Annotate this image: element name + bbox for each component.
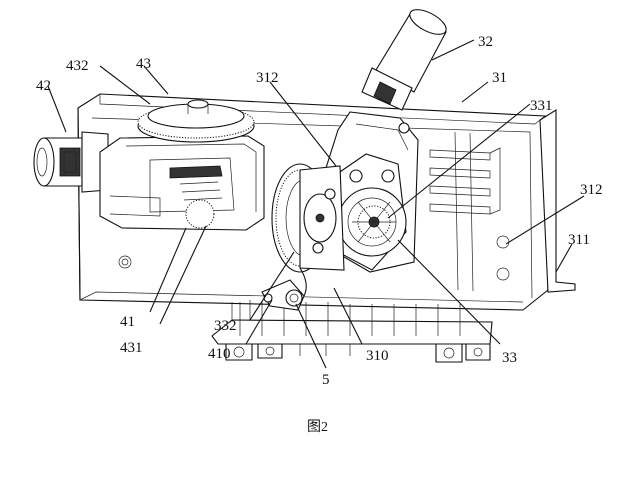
label-311: 311 (568, 232, 590, 248)
label-42: 42 (36, 78, 51, 94)
label-41: 41 (120, 314, 135, 330)
left-gearbox (99, 135, 265, 231)
label-431: 431 (120, 340, 143, 356)
label-5: 5 (322, 372, 330, 388)
label-31: 31 (492, 70, 507, 86)
label-43: 43 (136, 56, 151, 72)
top-gear (137, 99, 255, 143)
label-432: 432 (66, 58, 89, 74)
label-312-top: 312 (256, 70, 279, 86)
label-32: 32 (478, 34, 493, 50)
reference-labels: 42 432 43 312 32 31 331 312 311 41 431 3… (36, 34, 603, 388)
label-410: 410 (208, 346, 231, 362)
figure-caption: 图2 (307, 420, 328, 435)
right-motor (361, 9, 447, 111)
label-331: 331 (530, 98, 553, 114)
worm-wheel (271, 163, 345, 273)
label-310: 310 (366, 348, 389, 364)
leader-lines (47, 39, 585, 369)
left-motor (33, 131, 109, 193)
lower-ribbed-bracket (211, 300, 493, 363)
label-332: 332 (214, 318, 237, 334)
label-33: 33 (502, 350, 517, 366)
label-312-right: 312 (580, 182, 603, 198)
spring-lever (261, 267, 307, 311)
